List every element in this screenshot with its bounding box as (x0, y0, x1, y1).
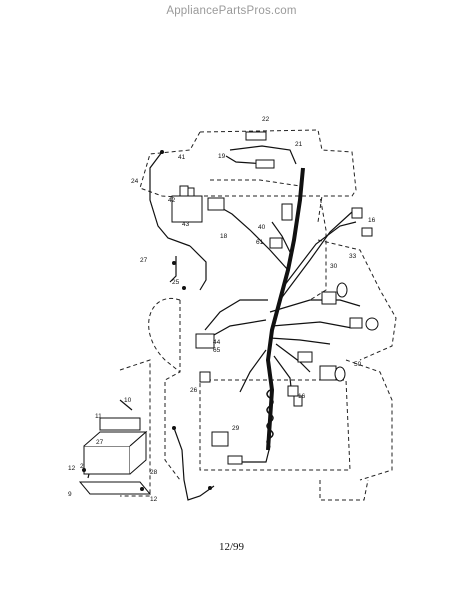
callout: 11 (95, 413, 102, 420)
mower-outline (119, 129, 397, 501)
watermark: AppliancePartsPros.com (166, 5, 297, 17)
callout: 65 (213, 347, 221, 354)
callout: 40 (258, 224, 266, 231)
callout: 30 (330, 263, 338, 270)
callout-labels: 22 19 21 41 42 24 43 40 16 61 27 30 33 2… (68, 116, 376, 503)
callout: 12 (68, 465, 76, 472)
callout: 27 (140, 257, 148, 264)
callout: 22 (262, 116, 270, 123)
callout: 16 (298, 393, 306, 400)
callout: 42 (168, 197, 176, 204)
callout: 19 (218, 153, 226, 160)
callout: 26 (190, 387, 198, 394)
date-code: 12/99 (218, 541, 245, 553)
components (78, 131, 379, 495)
callout: 12 (150, 496, 158, 503)
callout: 21 (295, 141, 303, 148)
callout: 25 (172, 279, 180, 286)
callout: 10 (124, 397, 132, 404)
callout: 9 (68, 491, 72, 498)
fasteners (82, 150, 212, 491)
callout: 27 (96, 439, 104, 446)
callout: 18 (220, 233, 228, 240)
callout: 61 (256, 239, 264, 246)
callout: 33 (349, 253, 357, 260)
callout: 50 (354, 361, 362, 368)
callout: 2 (80, 463, 84, 470)
callout: 44 (213, 339, 221, 346)
callout: 24 (131, 178, 139, 185)
callout: 28 (150, 469, 158, 476)
callout: 41 (178, 154, 186, 161)
callout: 43 (182, 221, 190, 228)
callout: 16 (368, 217, 376, 224)
callout: 29 (232, 425, 240, 432)
